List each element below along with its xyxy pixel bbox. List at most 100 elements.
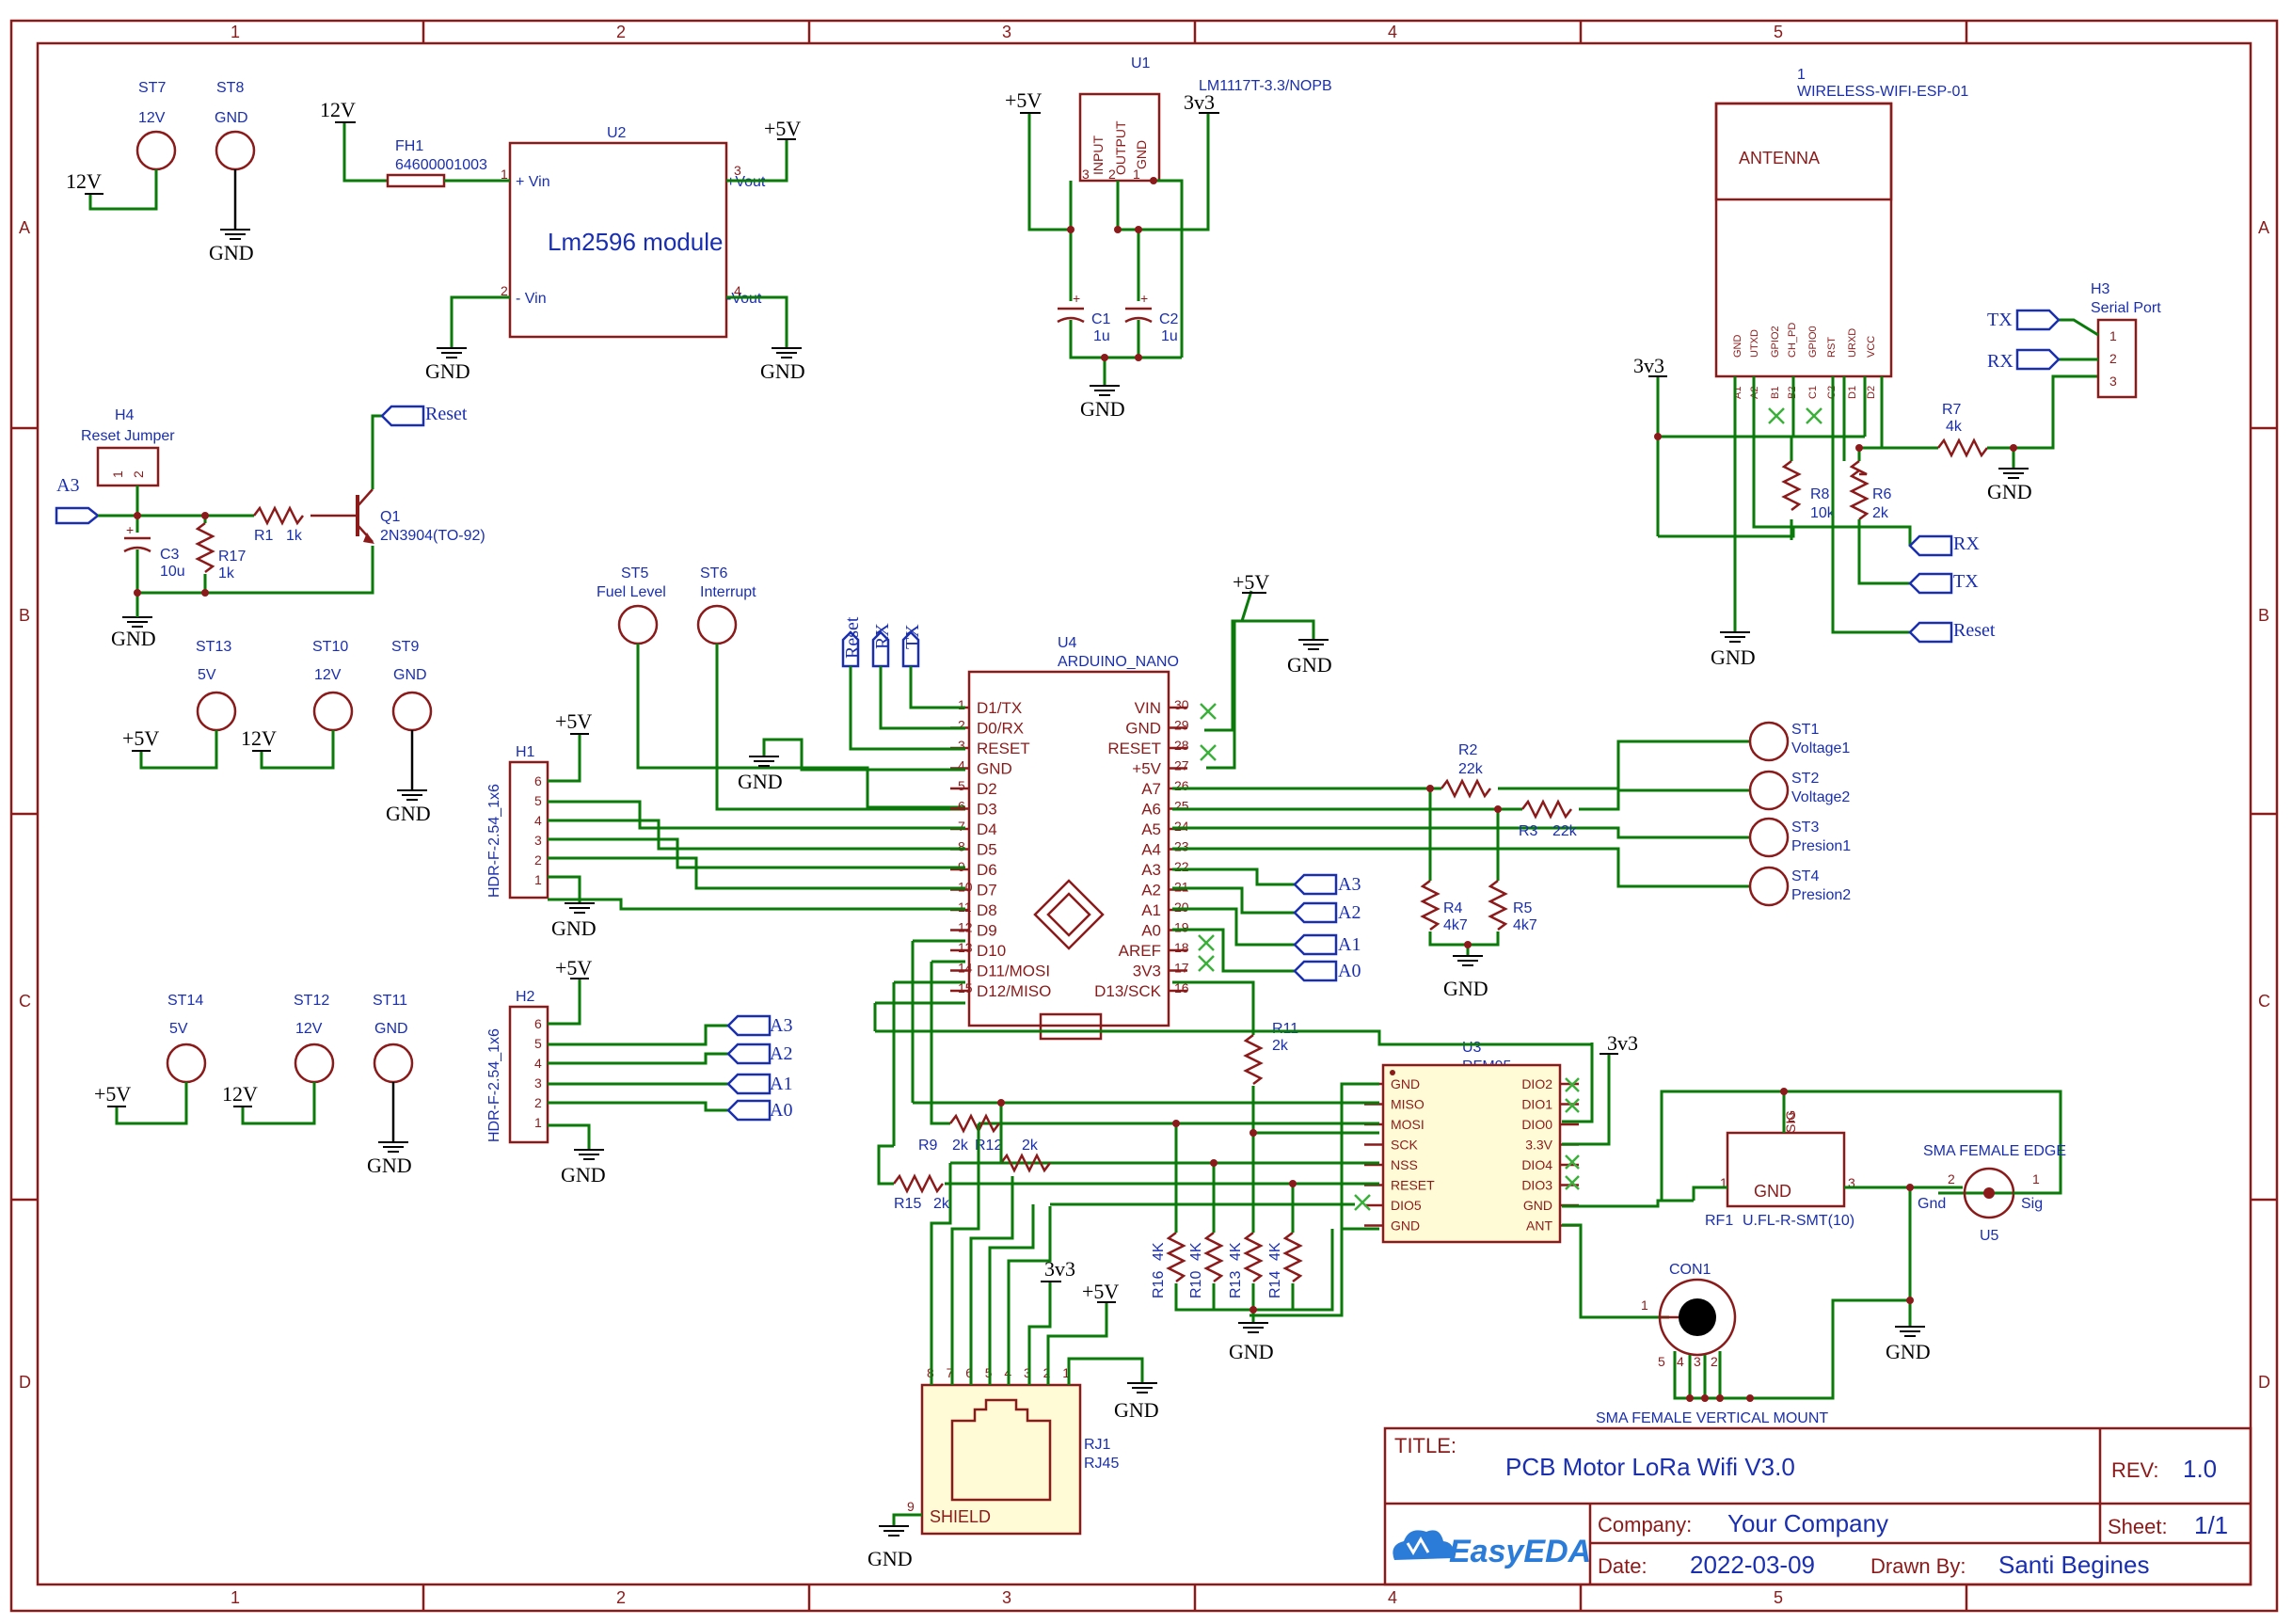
rev-label: REV: (2111, 1458, 2159, 1482)
testpoint-st5: ST5 Fuel Level (597, 565, 965, 809)
svg-text:Serial Port: Serial Port (2091, 300, 2161, 316)
sheet-value: 1/1 (2194, 1511, 2228, 1539)
nano-pin-label: D11/MOSI (977, 963, 1050, 980)
col-label-1: 1 (231, 23, 240, 41)
svg-text:ST5: ST5 (621, 565, 648, 581)
svg-text:RX: RX (872, 623, 893, 649)
svg-text:2k: 2k (952, 1138, 969, 1154)
row-label-d: D (19, 1373, 31, 1392)
svg-text:R9: R9 (918, 1138, 938, 1154)
svg-text:ANTENNA: ANTENNA (1739, 149, 1820, 167)
testpoint-st9: ST9 GND GND (386, 639, 433, 825)
svg-text:C2: C2 (1159, 311, 1179, 327)
nano-pin-number: 16 (1174, 980, 1189, 995)
svg-text:U1: U1 (1131, 56, 1151, 72)
svg-text:2k: 2k (1022, 1138, 1039, 1154)
svg-text:4K: 4K (1267, 1242, 1283, 1261)
nano-pin-number: 8 (958, 839, 965, 854)
svg-text:RJ1: RJ1 (1084, 1437, 1111, 1453)
svg-text:LM1117T-3.3/NOPB: LM1117T-3.3/NOPB (1199, 78, 1332, 94)
svg-text:- Vin: - Vin (516, 291, 547, 307)
svg-text:R6: R6 (1872, 486, 1892, 502)
svg-text:GND: GND (1443, 977, 1488, 1000)
svg-text:Reset: Reset (1953, 620, 1996, 641)
svg-text:GND: GND (760, 359, 805, 383)
svg-text:1: 1 (2109, 328, 2117, 343)
svg-text:R7: R7 (1942, 402, 1962, 418)
rj45-pin-number: 6 (965, 1365, 973, 1380)
svg-text:FH1: FH1 (395, 138, 423, 154)
svg-text:RST: RST (1826, 337, 1838, 358)
svg-text:ST6: ST6 (700, 565, 727, 581)
esp01-wifi-module: 1 WIRELESS-WIFI-ESP-01 ANTENNA GND UTXD … (1633, 67, 2161, 669)
svg-text:Reset Jumper: Reset Jumper (81, 428, 175, 444)
nano-pin-label: VIN (1135, 699, 1161, 717)
svg-text:+5V: +5V (94, 1082, 131, 1106)
rfm-pin-label: ANT (1526, 1218, 1552, 1234)
svg-text:5V: 5V (169, 1021, 188, 1037)
nano-pin-label: D10 (977, 942, 1006, 960)
svg-text:3v3: 3v3 (1633, 354, 1664, 377)
svg-text:3v3: 3v3 (1044, 1257, 1075, 1281)
svg-text:GND: GND (1114, 1398, 1159, 1422)
nano-pin-number: 18 (1174, 940, 1189, 955)
svg-text:+ Vin: + Vin (516, 174, 550, 190)
svg-text:2k: 2k (1272, 1038, 1289, 1054)
svg-text:A3: A3 (770, 1015, 792, 1036)
nano-pin-label: D8 (977, 901, 997, 919)
svg-text:GND: GND (1080, 397, 1125, 421)
svg-text:ST11: ST11 (373, 993, 407, 1009)
svg-text:Gnd: Gnd (1918, 1196, 1946, 1212)
nano-pin-label: D12/MISO (977, 982, 1051, 1000)
nano-pin-label: A7 (1141, 780, 1161, 798)
svg-text:GND: GND (374, 1021, 408, 1037)
svg-text:R15: R15 (894, 1196, 921, 1212)
nano-pin-label: RESET (977, 740, 1030, 757)
svg-text:C3: C3 (160, 547, 180, 563)
svg-text:4K: 4K (1151, 1242, 1167, 1261)
svg-text:3: 3 (1694, 1354, 1701, 1369)
svg-text:+: + (1073, 291, 1080, 306)
rfm-pin-label: RESET (1391, 1178, 1435, 1193)
svg-text:9: 9 (907, 1499, 915, 1514)
svg-text:GND: GND (551, 916, 597, 940)
svg-text:GND: GND (209, 241, 254, 264)
rf-antenna-section: GND SIG 1 3 2 RF1 U.FL-R-SMT(10) SMA FEM… (1596, 1088, 2066, 1426)
svg-text:1k: 1k (218, 565, 235, 581)
nano-pin-label: D0/RX (977, 720, 1024, 738)
svg-text:1: 1 (1641, 1298, 1648, 1313)
nano-pin-label: +5V (1132, 760, 1161, 778)
testpoint-st6: ST6 Interrupt (696, 565, 965, 811)
rfm-pin-label: MISO (1391, 1097, 1425, 1112)
svg-text:12V: 12V (295, 1021, 323, 1037)
svg-text:A1: A1 (1338, 934, 1361, 955)
svg-text:U.FL-R-SMT(10): U.FL-R-SMT(10) (1743, 1213, 1854, 1229)
svg-text:ARDUINO_NANO: ARDUINO_NANO (1058, 654, 1179, 670)
svg-text:ST13: ST13 (196, 639, 231, 655)
nano-pin-number: 30 (1174, 697, 1189, 712)
rfm-pin-label: 3.3V (1525, 1138, 1552, 1153)
nano-pin-number: 23 (1174, 839, 1189, 854)
header-pin-number: 3 (534, 833, 542, 848)
rfm-pin-label: GND (1391, 1218, 1420, 1234)
svg-text:1: 1 (2032, 1171, 2040, 1186)
testpoint-st8: ST8 GND GND (209, 80, 256, 264)
col-label-5-bottom: 5 (1774, 1588, 1783, 1607)
date-value: 2022-03-09 (1690, 1551, 1815, 1579)
rj45-pin-number: 3 (1024, 1365, 1031, 1380)
svg-text:1: 1 (501, 167, 508, 182)
svg-text:GND: GND (1134, 140, 1149, 169)
svg-text:Interrupt: Interrupt (700, 584, 756, 600)
nano-pin-label: GND (1125, 720, 1161, 738)
svg-text:RF1: RF1 (1705, 1213, 1733, 1229)
row-label-a: A (19, 218, 30, 237)
header-pin-number: 3 (534, 1075, 542, 1091)
nano-pin-number: 29 (1174, 718, 1189, 733)
svg-text:H1: H1 (516, 744, 535, 760)
header-pin-number: 1 (534, 1115, 542, 1130)
svg-text:H2: H2 (516, 989, 535, 1005)
svg-text:OUTPUT: OUTPUT (1113, 120, 1128, 175)
svg-text:ST9: ST9 (391, 639, 419, 655)
